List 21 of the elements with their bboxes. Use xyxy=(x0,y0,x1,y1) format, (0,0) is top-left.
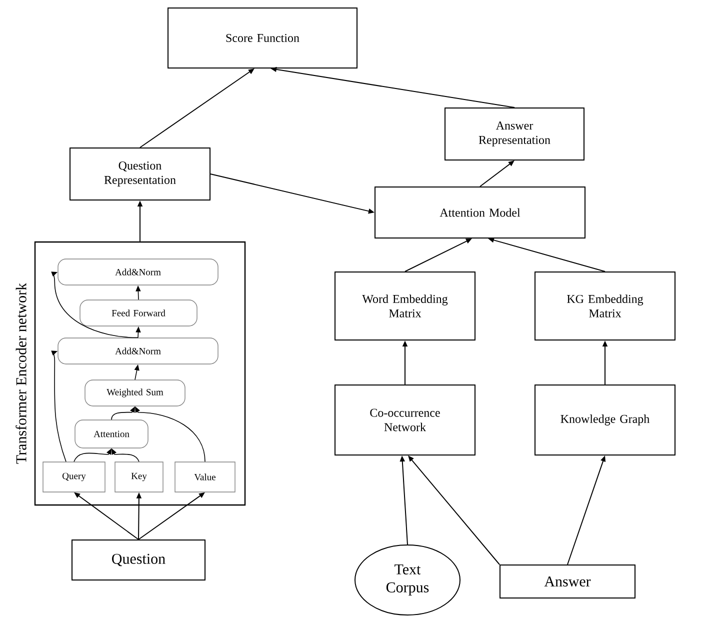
layer-box: Add&Norm xyxy=(58,258,218,286)
input-box: Key xyxy=(114,462,164,492)
process-box: Knowledge Graph xyxy=(534,384,676,456)
layer-box: Attention xyxy=(74,420,148,448)
process-box: Attention Model xyxy=(374,186,586,238)
layer-box: Weighted Sum xyxy=(84,380,186,406)
process-box: Co-occurrence Network xyxy=(334,384,476,456)
layer-box: Add&Norm xyxy=(58,338,218,364)
layer-box: Feed Forward xyxy=(80,300,198,326)
process-box: KG Embedding Matrix xyxy=(534,272,676,340)
process-box: Answer Representation xyxy=(444,108,584,160)
process-box: Answer xyxy=(500,564,636,598)
process-box: Question Representation xyxy=(70,148,210,200)
arrow xyxy=(51,350,66,462)
frame-heading: Transformer Encoder network xyxy=(16,282,26,464)
input-box: Query xyxy=(42,462,106,492)
process-box: Word Embedding Matrix xyxy=(334,272,476,340)
input-box: Value xyxy=(174,462,236,492)
process-box: Question xyxy=(72,540,206,580)
arrow xyxy=(51,272,138,338)
process-box: Score Function xyxy=(168,8,358,68)
